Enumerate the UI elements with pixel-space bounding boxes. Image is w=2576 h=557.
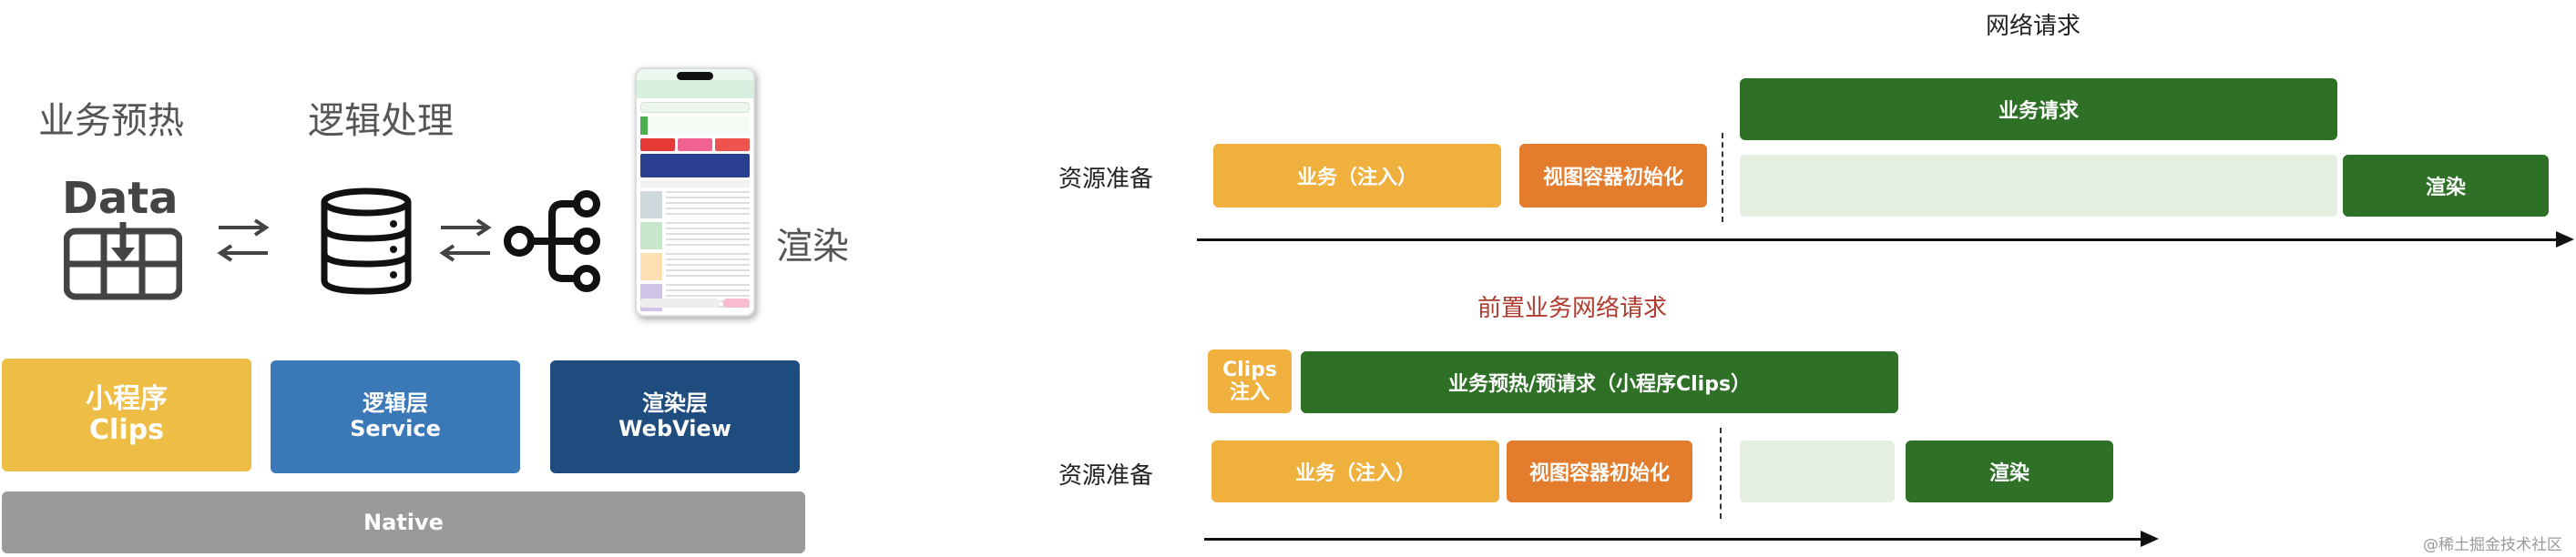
service-layer-box: 逻辑层 Service xyxy=(271,360,520,473)
top-axis-arrowhead xyxy=(2556,231,2574,248)
top-time-axis xyxy=(1197,238,2558,241)
service-layer-line2: Service xyxy=(350,416,441,441)
bottom-axis-arrowhead xyxy=(2141,531,2159,547)
clips-layer-line1: 小程序 xyxy=(86,382,168,415)
label-logic: 逻辑处理 xyxy=(308,100,454,142)
bottom-row-label: 资源准备 xyxy=(1058,462,1154,490)
native-layer-box: Native xyxy=(2,491,805,553)
clips-layer-box: 小程序 Clips xyxy=(2,359,251,471)
label-prewarm: 业务预热 xyxy=(38,100,184,142)
top-business-request-box: 业务请求 xyxy=(1740,78,2337,140)
database-icon xyxy=(321,187,412,295)
swap-arrows-icon xyxy=(217,218,270,262)
webview-layer-box: 渲染层 WebView xyxy=(550,360,800,473)
bottom-timeline-caption: 前置业务网络请求 xyxy=(1477,295,1668,322)
webview-layer-line1: 渲染层 xyxy=(642,390,708,417)
clips-layer-line2: Clips xyxy=(89,414,164,446)
top-row-label: 资源准备 xyxy=(1058,166,1154,193)
top-inject-box: 业务（注入） xyxy=(1213,144,1501,208)
bottom-container-init-box: 视图容器初始化 xyxy=(1507,441,1692,502)
node-tree-icon xyxy=(504,190,600,292)
bottom-divider xyxy=(1720,428,1722,519)
bottom-placeholder-box xyxy=(1740,441,1895,502)
top-timeline-caption: 网络请求 xyxy=(1986,13,2081,40)
webview-layer-line2: WebView xyxy=(618,416,731,441)
bottom-prewarm-box: 业务预热/预请求（小程序Clips） xyxy=(1301,351,1898,413)
label-render: 渲染 xyxy=(776,226,849,268)
top-divider xyxy=(1722,133,1723,222)
watermark: @稀土掘金技术社区 xyxy=(2423,536,2562,554)
bottom-inject-box: 业务（注入） xyxy=(1211,441,1499,502)
phone-screenshot xyxy=(635,67,755,317)
bottom-clips-inject-box: Clips 注入 xyxy=(1208,349,1292,413)
swap-arrows-icon xyxy=(439,218,492,262)
top-container-init-box: 视图容器初始化 xyxy=(1519,144,1707,208)
top-render-box: 渲染 xyxy=(2343,155,2549,217)
bottom-clips-line1: Clips xyxy=(1222,358,1278,381)
top-placeholder-box xyxy=(1740,155,2337,217)
bottom-clips-line2: 注入 xyxy=(1229,381,1270,404)
service-layer-line1: 逻辑层 xyxy=(363,390,428,417)
data-table-icon xyxy=(64,222,182,300)
data-label: Data xyxy=(62,173,179,224)
bottom-render-box: 渲染 xyxy=(1906,441,2113,502)
bottom-time-axis xyxy=(1204,538,2142,541)
